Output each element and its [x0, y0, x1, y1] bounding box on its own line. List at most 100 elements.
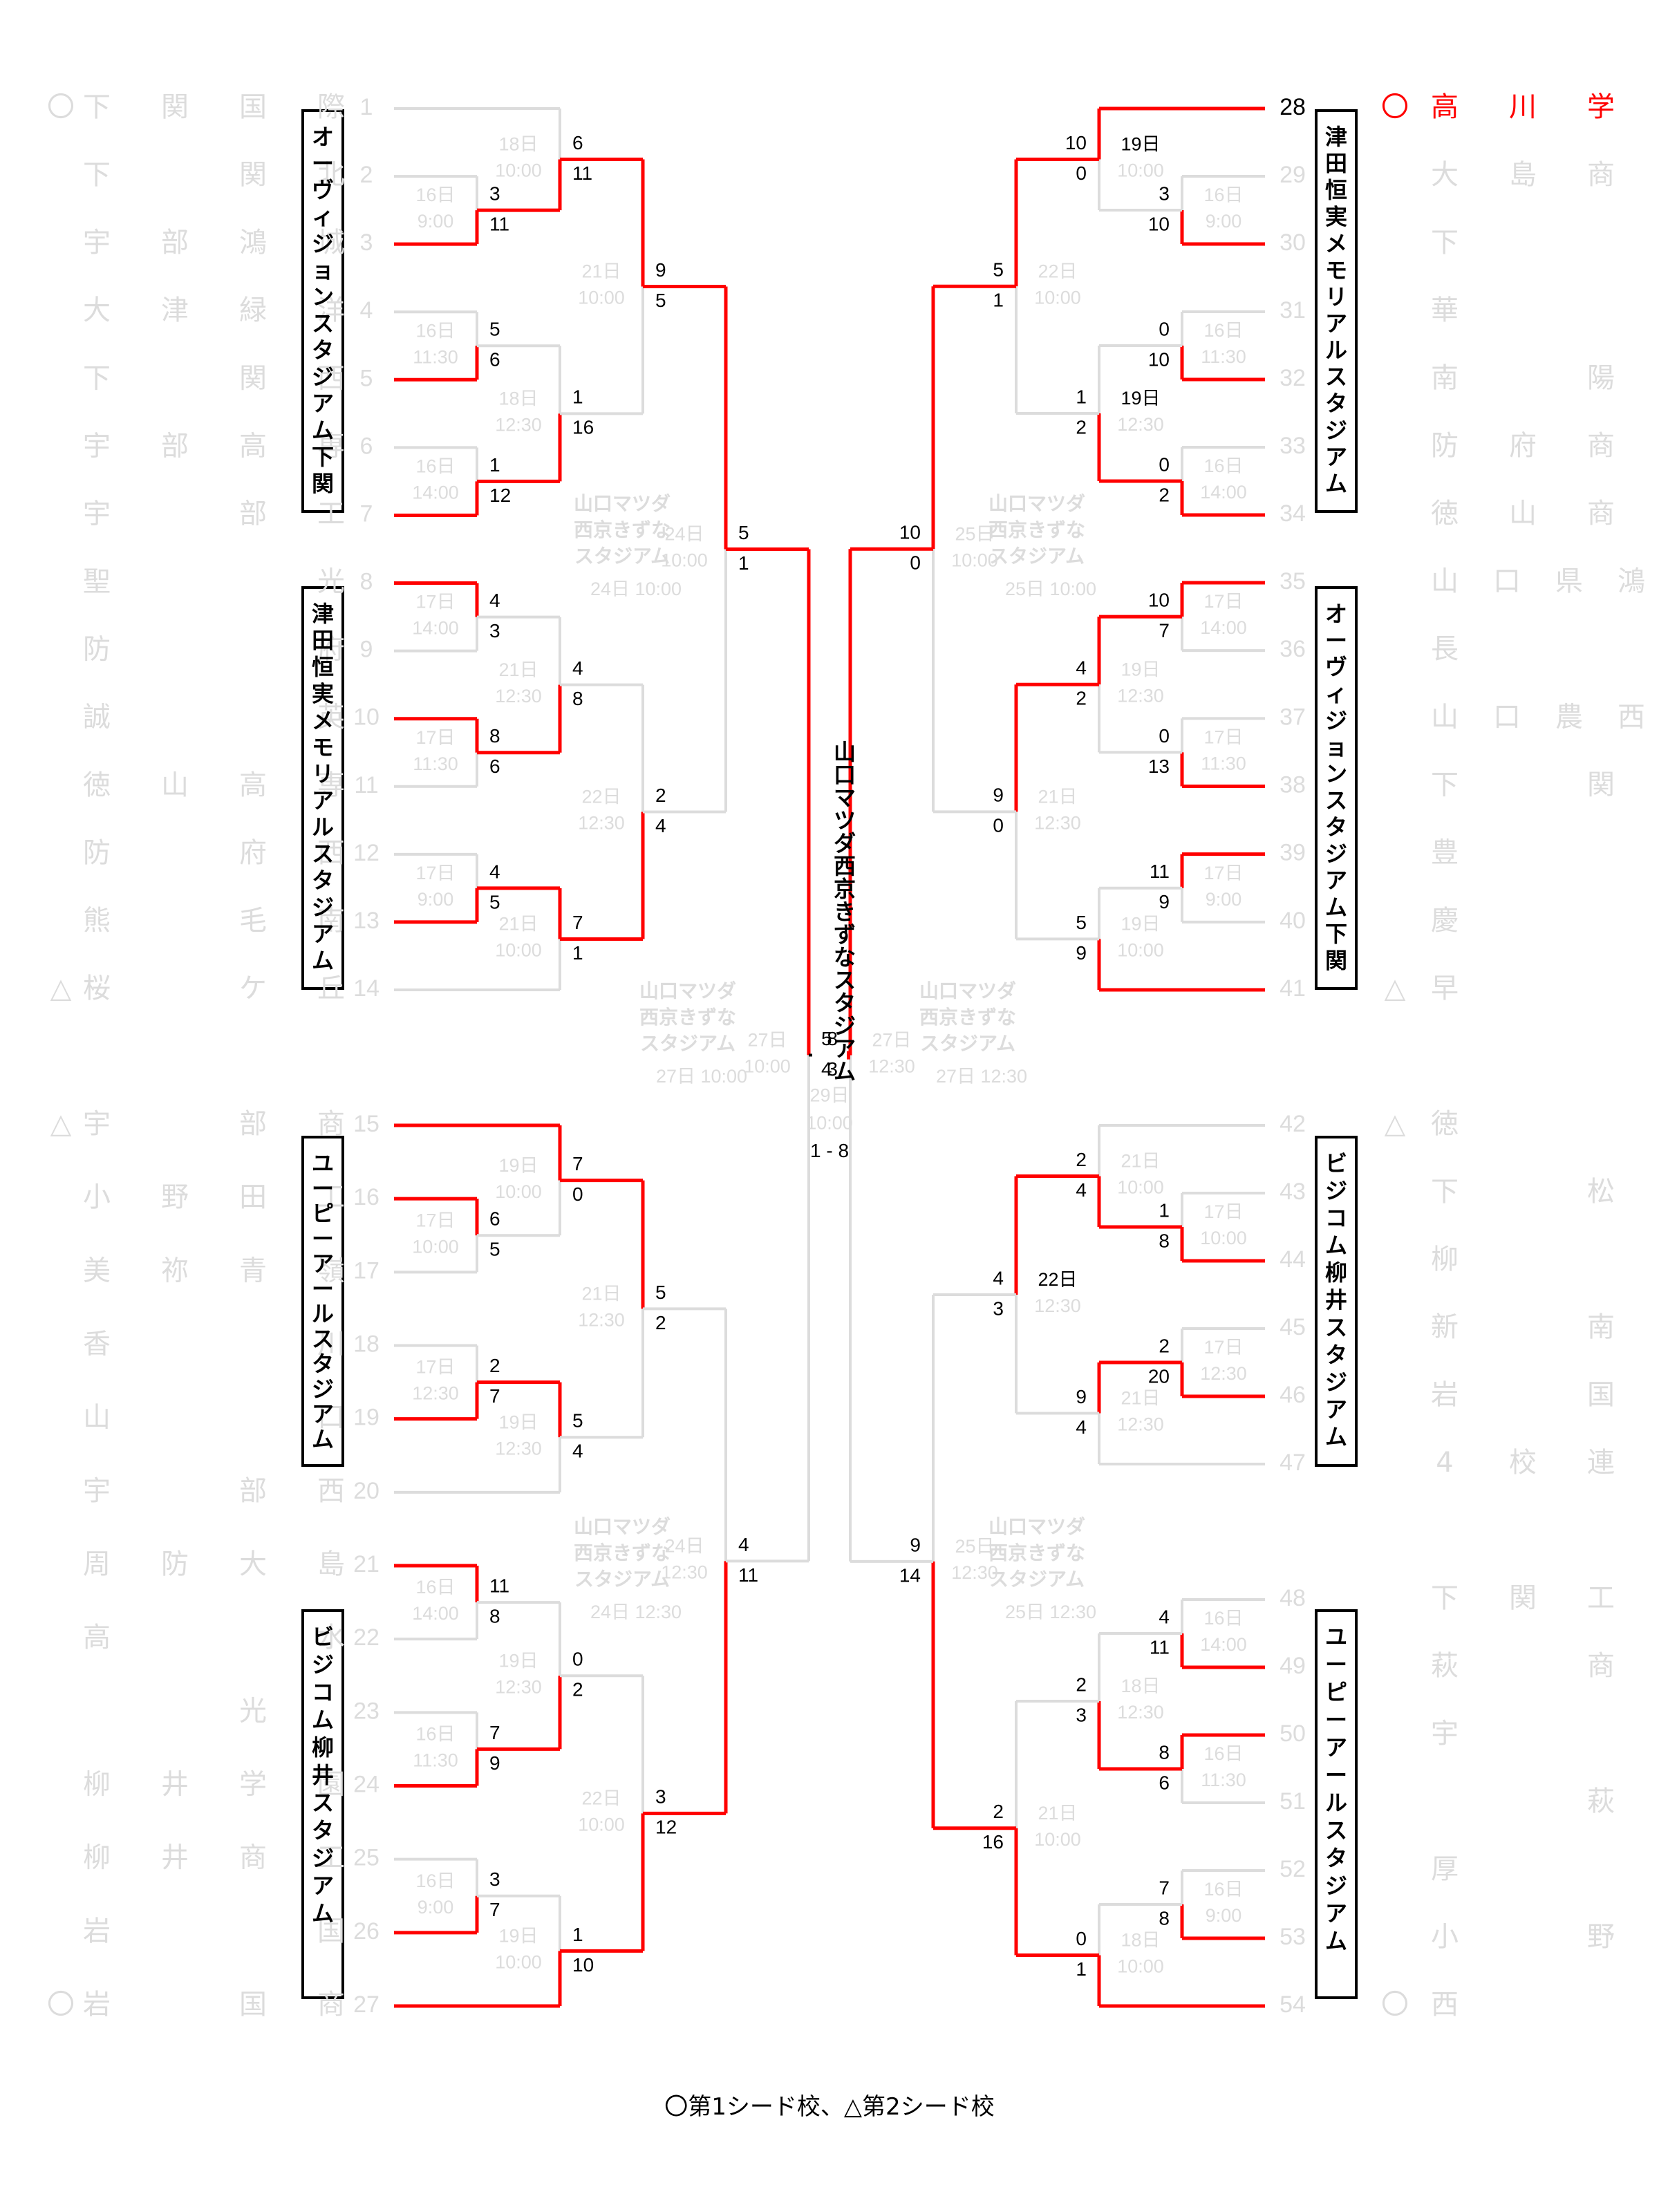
score-label: 5 — [489, 1239, 500, 1260]
score-label: 1 — [572, 942, 583, 964]
team-name-char: 島 — [317, 1548, 345, 1580]
team-name-char: 部 — [161, 227, 189, 259]
venue-char: 田 — [1325, 151, 1347, 177]
venue-char: 津 — [1325, 124, 1347, 150]
venue-char: タ — [1325, 1342, 1347, 1368]
match-date: 25日 — [955, 1536, 994, 1557]
venue-char: 関 — [312, 470, 334, 496]
match-time: 12:30 — [661, 1562, 708, 1582]
team-name-char: 山 — [83, 1402, 111, 1434]
team-name-char: 下 — [83, 159, 111, 191]
score-label: 0 — [1159, 725, 1170, 747]
score-label: 1 — [489, 454, 500, 476]
score-label: 4 — [993, 1267, 1004, 1288]
match-date: 22日 — [1038, 1269, 1077, 1290]
score-label: 10 — [1148, 589, 1170, 610]
team-name-char: 岩 — [1431, 1379, 1459, 1411]
team-name-char: 大 — [1431, 159, 1459, 191]
venue-char: ジ — [1325, 1369, 1347, 1395]
venue-char: ム — [1325, 470, 1347, 496]
match-date: 21日 — [498, 914, 538, 935]
match-time: 14:00 — [1200, 482, 1247, 503]
team-number: 38 — [1280, 771, 1306, 798]
score-label: 4 — [572, 1441, 583, 1462]
final-venue-char: ア — [834, 1035, 856, 1062]
venue-char: ア — [312, 787, 334, 814]
bracket-text: 31116日9:005616日11:3011216日14:0061118日10:… — [47, 91, 1645, 2021]
venue-char: タ — [1325, 814, 1347, 841]
venue-char: ジ — [1325, 707, 1347, 733]
score-label: 6 — [1159, 1772, 1170, 1793]
team-number: 12 — [353, 840, 379, 866]
team-name-char: 商 — [1587, 498, 1615, 529]
legend: 〇第1シード校、△第2シード校 — [0, 2088, 1659, 2121]
team-name-char: 徳 — [83, 769, 111, 801]
team-number: 15 — [353, 1111, 379, 1137]
venue-char: ア — [1325, 868, 1347, 894]
team-number: 10 — [353, 704, 379, 731]
team-number: 41 — [1280, 975, 1306, 1002]
score-label: 2 — [1159, 484, 1170, 505]
team-name-char: 柳 — [83, 1769, 111, 1801]
team-name-char: 工 — [317, 1842, 345, 1874]
score-label: 1 — [1076, 386, 1087, 407]
final-venue-char: 山 — [834, 739, 856, 765]
team-name-char: 連 — [1587, 1447, 1615, 1479]
team-name-char: 川 — [1509, 91, 1537, 123]
match-time: 12:30 — [951, 1562, 998, 1583]
score-label: 6 — [489, 756, 500, 777]
score-label: 4 — [1076, 657, 1087, 679]
team-name-char: 学 — [239, 1769, 267, 1801]
score-label: 9 — [489, 1752, 500, 1774]
score-label: 16 — [982, 1831, 1004, 1853]
team-number: 4 — [360, 297, 373, 324]
venue-char: ー — [1325, 1762, 1347, 1788]
venue-char: ム — [1325, 1232, 1347, 1259]
second-seed-icon: △ — [50, 1108, 72, 1140]
match-date: 21日 — [1038, 1803, 1077, 1824]
team-number: 16 — [353, 1184, 379, 1210]
team-name-char: 祢 — [161, 1255, 189, 1286]
team-name-char: 商 — [317, 1108, 345, 1140]
venue-char: リ — [1325, 283, 1347, 310]
match-time: 12:30 — [578, 813, 625, 834]
venue-char: ア — [312, 1250, 334, 1277]
team-name-char: 厚 — [1431, 1853, 1459, 1885]
team-name-char: 陽 — [1587, 362, 1615, 394]
score-label: 9 — [910, 1534, 921, 1555]
venue-char: ム — [1325, 1928, 1347, 1954]
match-time: 12:30 — [1117, 685, 1164, 706]
venue-char: ー — [1325, 1651, 1347, 1678]
score-label: 6 — [489, 1208, 500, 1230]
score-label: 3 — [827, 1058, 838, 1080]
score-label: 1 — [572, 386, 583, 408]
score-label: 4 — [655, 815, 666, 836]
team-name-char: 専 — [317, 769, 345, 801]
venue-char: ス — [1325, 364, 1347, 390]
score-label: 2 — [993, 1801, 1004, 1822]
team-name-char: 関 — [239, 362, 267, 394]
venue-char: ル — [1325, 337, 1347, 364]
team-name-char: 防 — [83, 837, 111, 869]
venue-char: ア — [312, 1873, 334, 1899]
legend-text: 〇第1シード校、△第2シード校 — [664, 2093, 995, 2121]
team-name-char: 岩 — [83, 1989, 111, 2021]
team-number: 37 — [1280, 704, 1306, 730]
team-number: 20 — [353, 1478, 379, 1504]
team-name-char: 山 — [161, 769, 189, 801]
venue-char: タ — [1325, 1845, 1347, 1871]
venue-char: ヴ — [1325, 654, 1347, 680]
match-time: 9:00 — [418, 1897, 454, 1918]
team-number: 6 — [360, 433, 373, 459]
final-venue-char: マ — [834, 785, 856, 811]
score-label: 9 — [655, 259, 666, 281]
final-date: 29日 — [809, 1085, 849, 1106]
match-time: 12:30 — [1200, 1363, 1247, 1384]
venue-char: ム — [1325, 1423, 1347, 1450]
venue-char: ピ — [1325, 1679, 1347, 1705]
score-label: 4 — [1076, 1416, 1087, 1438]
venue-char: タ — [312, 1817, 334, 1844]
match-time: 10:00 — [412, 1236, 459, 1257]
venue-char: ス — [312, 1326, 334, 1352]
team-number: 29 — [1280, 162, 1306, 188]
